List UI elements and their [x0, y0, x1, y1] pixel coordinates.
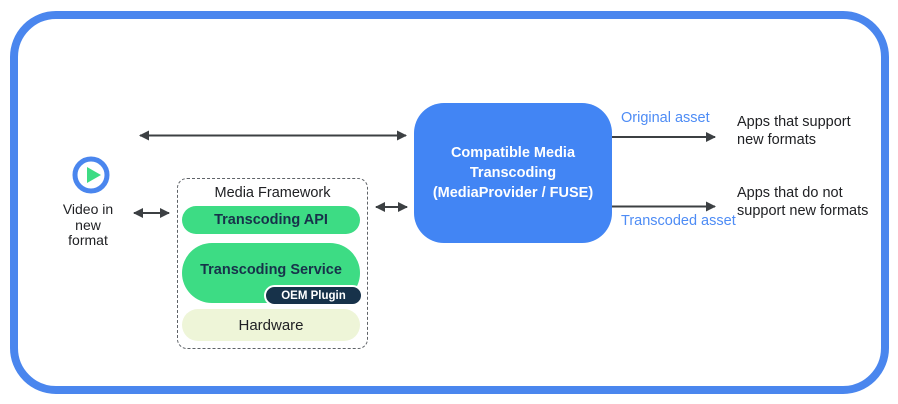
- layer-hardware-label: Hardware: [238, 316, 304, 334]
- transcoding-box-subtitle: (MediaProvider / FUSE): [432, 185, 594, 201]
- oem-plugin-pill: OEM Plugin: [264, 285, 363, 306]
- transcoding-box-title: Compatible Media Transcoding: [450, 145, 576, 181]
- compatible-media-transcoding-box: Compatible Media Transcoding (MediaProvi…: [414, 103, 612, 243]
- diagram-border-frame: [10, 11, 889, 394]
- original-asset-label: Original asset: [621, 110, 710, 126]
- layer-hardware: Hardware: [182, 309, 360, 341]
- layer-transcoding-service-label: Transcoding Service: [200, 262, 342, 278]
- apps-no-support-label: Apps that do not support new formats: [737, 185, 869, 219]
- play-icon: [72, 156, 110, 194]
- apps-support-label: Apps that support new formats: [737, 114, 851, 148]
- video-source-label: Video in new format: [62, 201, 114, 248]
- layer-transcoding-api-label: Transcoding API: [214, 212, 328, 228]
- layer-transcoding-api: Transcoding API: [182, 206, 360, 234]
- oem-plugin-label: OEM Plugin: [281, 289, 346, 302]
- media-framework-title: Media Framework: [214, 185, 331, 201]
- transcoded-asset-label: Transcoded asset: [621, 213, 736, 229]
